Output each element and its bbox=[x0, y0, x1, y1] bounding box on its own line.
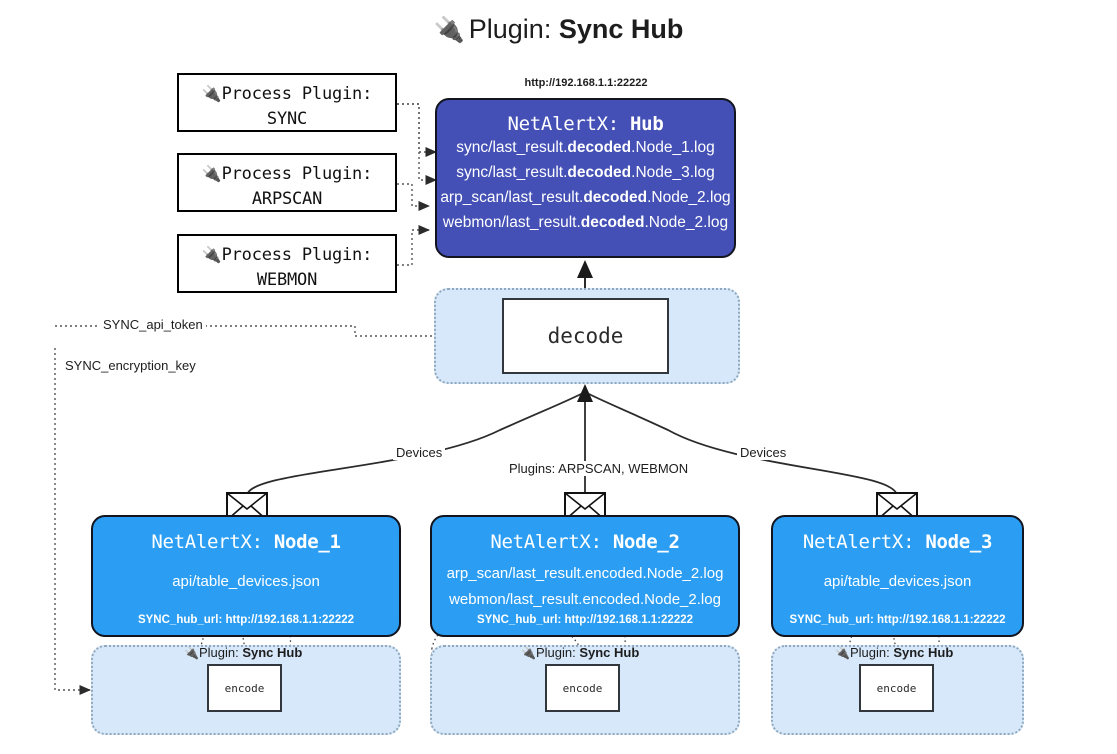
encode-box-2[interactable]: encode bbox=[545, 664, 620, 712]
encode-band-3-label: 🔌Plugin: Sync Hub bbox=[835, 645, 954, 660]
process-plugin-heading-webmon: 🔌Process Plugin: bbox=[201, 245, 373, 265]
page-title: 🔌Plugin: Sync Hub bbox=[0, 14, 1117, 45]
process-plugin-box-webmon[interactable]: 🔌Process Plugin: WEBMON bbox=[177, 234, 397, 293]
plug-icon: 🔌 bbox=[521, 646, 536, 660]
edge-label-sync-api-token: SYNC_api_token bbox=[100, 317, 206, 332]
plug-icon: 🔌 bbox=[433, 16, 465, 44]
edge-label-devices-left: Devices bbox=[393, 445, 446, 460]
edge-arpscan-to-hub-line3 bbox=[397, 183, 430, 212]
process-plugin-name-webmon: WEBMON bbox=[256, 269, 318, 290]
node-2-line-1: arp_scan/last_result.encoded.Node_2.log bbox=[446, 565, 724, 582]
edge-label-plugins-center: Plugins: ARPSCAN, WEBMON bbox=[506, 461, 692, 476]
plug-icon: 🔌 bbox=[201, 84, 222, 103]
process-plugin-name-arpscan: ARPSCAN bbox=[251, 188, 323, 209]
plug-icon: 🔌 bbox=[835, 646, 850, 660]
edge-sync-to-hub-line2 bbox=[397, 103, 437, 186]
edge-node3-to-decode bbox=[584, 391, 898, 497]
node-1-hub-url: SYNC_hub_url: http://192.168.1.1:22222 bbox=[137, 614, 355, 626]
decode-box[interactable]: decode bbox=[502, 298, 669, 374]
encode-band-2-label: 🔌Plugin: Sync Hub bbox=[521, 645, 640, 660]
node-box-3[interactable]: NetAlertX: Node_3 api/table_devices.json… bbox=[771, 515, 1024, 637]
edge-label-sync-encryption-key: SYNC_encryption_key bbox=[62, 358, 199, 373]
hub-url-label: http://192.168.1.1:22222 bbox=[524, 77, 648, 89]
encode-box-1[interactable]: encode bbox=[207, 664, 282, 712]
process-plugin-box-sync[interactable]: 🔌Process Plugin: SYNC bbox=[177, 73, 397, 132]
node-2-hub-url: SYNC_hub_url: http://192.168.1.1:22222 bbox=[476, 614, 694, 626]
edge-sync-to-hub-line1 bbox=[397, 103, 437, 158]
process-plugin-name-sync: SYNC bbox=[266, 108, 308, 129]
plug-icon: 🔌 bbox=[184, 646, 199, 660]
node-1-line-1: api/table_devices.json bbox=[172, 573, 320, 590]
process-plugin-heading-sync: 🔌Process Plugin: bbox=[201, 84, 373, 104]
hub-box[interactable]: NetAlertX: Hub sync/last_result.decoded.… bbox=[435, 98, 736, 258]
hub-log-line-1: sync/last_result.decoded.Node_1.log bbox=[456, 139, 715, 156]
plug-icon: 🔌 bbox=[201, 164, 222, 183]
node-1-title: NetAlertX: Node_1 bbox=[151, 531, 341, 553]
edge-sync-encryption-key bbox=[54, 348, 91, 696]
hub-log-line-3: arp_scan/last_result.decoded.Node_2.log bbox=[440, 189, 731, 207]
node-2-title: NetAlertX: Node_2 bbox=[490, 531, 680, 553]
encode-box-3[interactable]: encode bbox=[859, 664, 934, 712]
process-plugin-heading-arpscan: 🔌Process Plugin: bbox=[201, 164, 373, 184]
node-3-title: NetAlertX: Node_3 bbox=[802, 531, 993, 553]
page-title-prefix: Plugin: bbox=[468, 14, 552, 44]
page-title-name: Sync Hub bbox=[558, 14, 684, 44]
hub-log-line-4: webmon/last_result.decoded.Node_2.log bbox=[442, 214, 729, 232]
hub-log-line-2: sync/last_result.decoded.Node_3.log bbox=[456, 164, 715, 182]
node-3-line-1: api/table_devices.json bbox=[823, 573, 972, 590]
plug-icon: 🔌 bbox=[201, 245, 222, 264]
process-plugin-box-arpscan[interactable]: 🔌Process Plugin: ARPSCAN bbox=[177, 153, 397, 212]
encode-band-1-label: 🔌Plugin: Sync Hub bbox=[184, 645, 303, 660]
node-box-1[interactable]: NetAlertX: Node_1 api/table_devices.json… bbox=[91, 515, 401, 637]
edge-webmon-to-hub-line4 bbox=[397, 224, 430, 266]
node-box-2[interactable]: NetAlertX: Node_2 arp_scan/last_result.e… bbox=[430, 515, 740, 637]
edge-label-devices-right: Devices bbox=[737, 445, 790, 460]
node-3-hub-url: SYNC_hub_url: http://192.168.1.1:22222 bbox=[789, 614, 1006, 626]
hub-title: NetAlertX: Hub bbox=[507, 113, 664, 135]
edge-node1-to-decode bbox=[246, 391, 586, 497]
node-2-line-2: webmon/last_result.encoded.Node_2.log bbox=[449, 590, 721, 608]
